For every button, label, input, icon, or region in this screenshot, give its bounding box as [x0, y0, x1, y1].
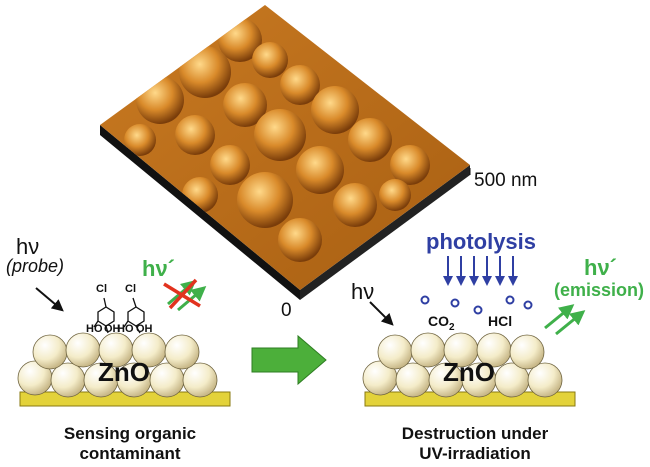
- blocked-emission-label: hν´: [142, 256, 175, 281]
- emission-label: (emission): [554, 280, 644, 301]
- photolysis-arrows: [443, 256, 518, 286]
- emission-hv-label: hν´: [584, 255, 617, 280]
- right-zno-label: ZnO: [443, 357, 495, 387]
- co2-text: CO: [428, 313, 449, 329]
- probe-label: (probe): [6, 256, 65, 276]
- chlorocatechol-molecules: [93, 297, 145, 334]
- co2-label: CO2: [428, 313, 455, 333]
- left-zno-particles: [17, 332, 218, 398]
- uv-hv-label: hν: [351, 279, 375, 304]
- oh-label-2: OH: [136, 323, 153, 335]
- left-panel: [17, 278, 327, 407]
- oh-label-1: OH: [104, 323, 121, 335]
- red-cross-icon: [163, 278, 201, 310]
- left-zno-label: ZnO: [98, 357, 150, 387]
- afm-scale-label: 500 nm: [474, 170, 538, 191]
- right-caption-line2: UV-irradiation: [419, 444, 531, 463]
- ho-label-2: HO: [117, 323, 134, 335]
- transition-arrow: [251, 334, 327, 386]
- hcl-label: HCl: [488, 313, 513, 329]
- cl-label-1: Cl: [96, 283, 107, 295]
- emission-arrows: [544, 304, 586, 336]
- left-caption-line2: contaminant: [79, 444, 181, 463]
- afm-origin-label: 0: [281, 300, 292, 321]
- cl-label-2: Cl: [125, 283, 136, 295]
- right-caption: Destruction under UV-irradiation: [365, 424, 585, 464]
- right-caption-line1: Destruction under: [401, 424, 549, 443]
- ho-label-1: HO: [86, 323, 103, 335]
- probe-arrow: [35, 287, 64, 312]
- left-caption: Sensing organic contaminant: [30, 424, 230, 464]
- emission-label-text: (emission): [554, 280, 645, 300]
- afm-block-left-face: [100, 125, 300, 300]
- photolysis-label: photolysis: [426, 229, 537, 254]
- right-zno-particles: [362, 332, 563, 398]
- afm-block-right-face: [300, 165, 470, 300]
- afm-grains: [124, 18, 430, 262]
- gas-product-bubbles: [420, 295, 533, 315]
- co2-subscript: 2: [449, 321, 455, 333]
- uv-arrow: [369, 301, 394, 326]
- afm-topography-image: [100, 5, 471, 300]
- right-panel: [362, 256, 586, 407]
- left-caption-line1: Sensing organic: [63, 424, 197, 443]
- probe-hv-label: hν: [16, 234, 40, 259]
